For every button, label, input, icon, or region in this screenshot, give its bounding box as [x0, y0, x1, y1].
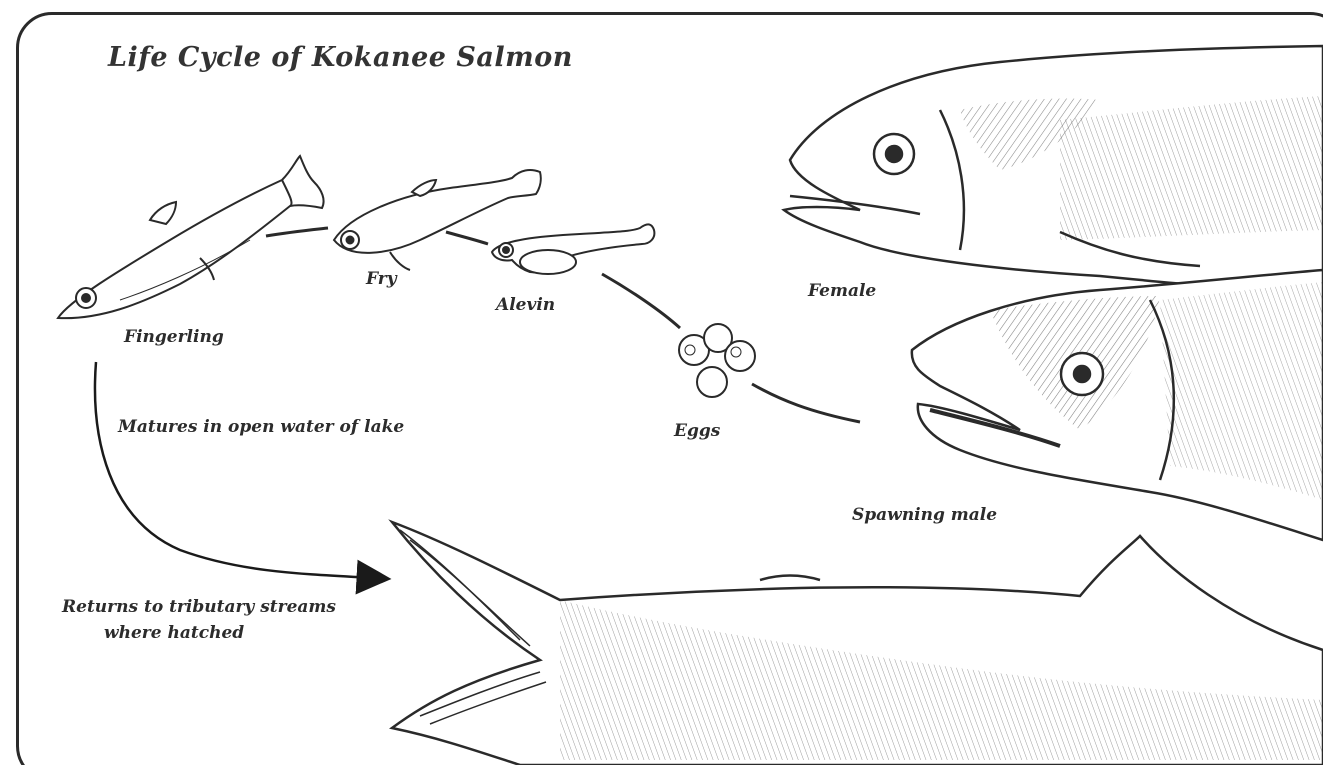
- female-label: Female: [808, 282, 876, 302]
- returns-annotation-line2: where hatched: [104, 624, 244, 644]
- adult-salmon-returning: [392, 522, 1323, 765]
- alevin-fish: [492, 224, 654, 274]
- migration-arrow: [95, 362, 374, 578]
- diagram-title: Life Cycle of Kokanee Salmon: [108, 42, 573, 73]
- returns-annotation-line1: Returns to tributary streams: [62, 598, 336, 618]
- eggs-label: Eggs: [674, 422, 720, 442]
- spawning-male-salmon: [912, 270, 1323, 540]
- fingerling-fish: [58, 156, 324, 318]
- fry-label: Fry: [366, 270, 397, 290]
- alevin-label: Alevin: [496, 296, 555, 316]
- fingerling-label: Fingerling: [124, 328, 224, 348]
- spawning-male-label: Spawning male: [852, 506, 997, 526]
- eggs-cluster: [679, 324, 755, 397]
- matures-annotation: Matures in open water of lake: [118, 418, 404, 438]
- female-salmon: [784, 46, 1323, 292]
